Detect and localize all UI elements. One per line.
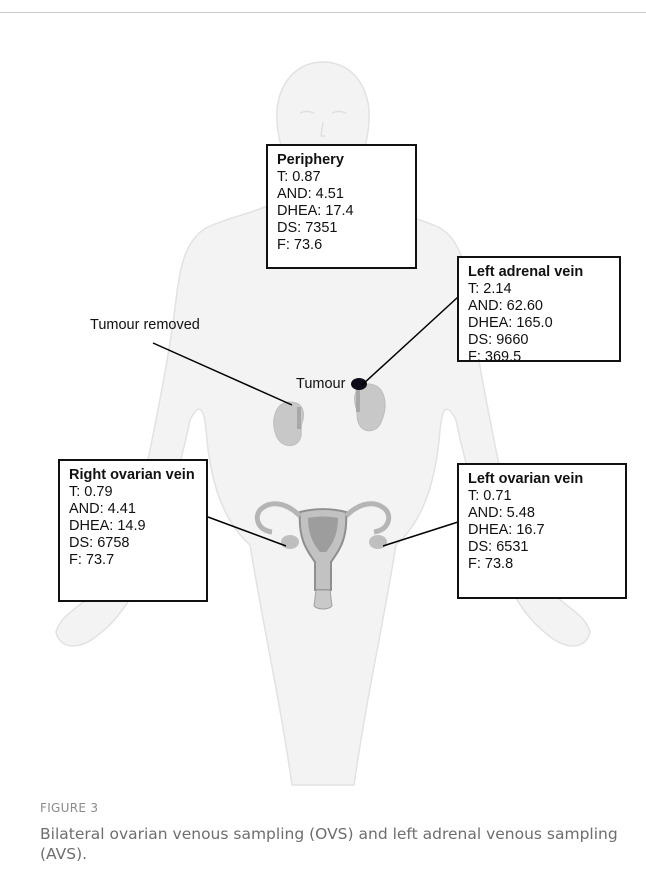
figure-caption: Bilateral ovarian venous sampling (OVS) … [40,824,620,864]
box-title: Right ovarian vein [69,467,197,484]
box-line: T: 0.71 [468,488,616,505]
right-ovarian-vein-box: Right ovarian vein T: 0.79 AND: 4.41 DHE… [58,459,208,602]
left-ovarian-vein-box: Left ovarian vein T: 0.71 AND: 5.48 DHEA… [457,463,627,599]
left-adrenal-vessel [356,388,360,412]
box-line: AND: 62.60 [468,298,610,315]
box-line: F: 369.5 [468,349,610,366]
box-line: T: 0.87 [277,169,406,186]
figure-label: FIGURE 3 [40,801,98,815]
periphery-box: Periphery T: 0.87 AND: 4.51 DHEA: 17.4 D… [266,144,417,269]
box-line: T: 0.79 [69,484,197,501]
box-line: F: 73.8 [468,556,616,573]
anatomy-figure [0,0,646,790]
box-line: AND: 4.41 [69,501,197,518]
box-line: DS: 7351 [277,220,406,237]
box-line: DS: 6758 [69,535,197,552]
box-line: AND: 4.51 [277,186,406,203]
box-title: Left ovarian vein [468,471,616,488]
box-line: DHEA: 16.7 [468,522,616,539]
tumour-removed-label: Tumour removed [90,317,200,333]
left-ovary [369,535,387,549]
box-title: Left adrenal vein [468,264,610,281]
right-adrenal-stump [297,407,301,429]
left-adrenal-vein-box: Left adrenal vein T: 2.14 AND: 62.60 DHE… [457,256,621,362]
right-ovary [281,535,299,549]
box-line: T: 2.14 [468,281,610,298]
box-line: F: 73.7 [69,552,197,569]
box-line: DS: 6531 [468,539,616,556]
tumour-label: Tumour [296,376,345,392]
box-line: F: 73.6 [277,237,406,254]
box-line: DHEA: 165.0 [468,315,610,332]
box-line: DHEA: 14.9 [69,518,197,535]
tumour-mass [351,378,367,390]
box-line: AND: 5.48 [468,505,616,522]
box-title: Periphery [277,152,406,169]
box-line: DHEA: 17.4 [277,203,406,220]
box-line: DS: 9660 [468,332,610,349]
